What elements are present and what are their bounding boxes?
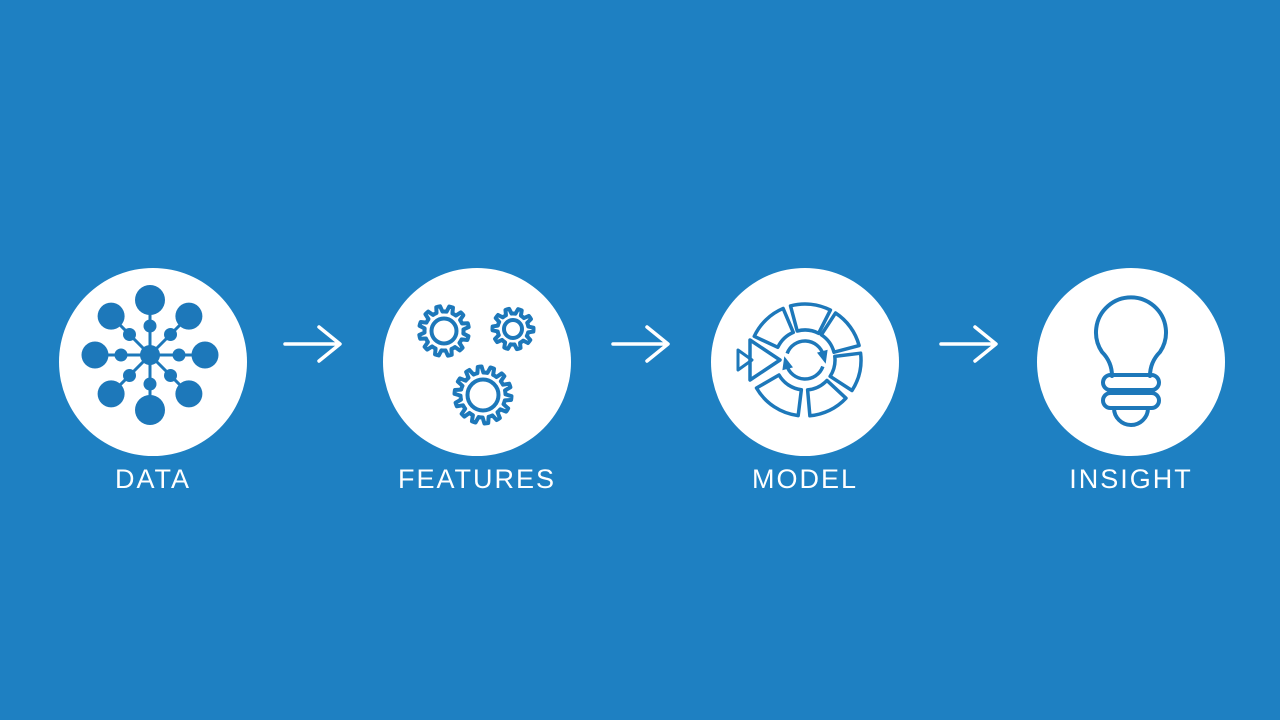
lightbulb-icon [1094, 295, 1168, 427]
pipeline-step-features: FEATURES [383, 268, 571, 518]
pipeline-step-model: MODEL [711, 268, 899, 518]
step-label: FEATURES [397, 464, 556, 494]
model-iteration-icon [736, 302, 863, 418]
right-arrow-icon [611, 325, 670, 363]
pipeline-step-data: DATA [59, 268, 247, 518]
data-network-icon [81, 285, 219, 425]
step-circle [383, 268, 571, 456]
flow-arrow [937, 320, 1001, 368]
right-arrow-icon [939, 325, 998, 363]
step-circle [1037, 268, 1225, 456]
step-circle [59, 268, 247, 456]
gears-icon [417, 304, 536, 426]
step-label: DATA [114, 464, 191, 494]
pipeline-step-insight: INSIGHT [1037, 268, 1225, 518]
step-label: INSIGHT [1069, 464, 1193, 494]
flow-arrow [281, 320, 345, 368]
right-arrow-icon [283, 325, 342, 363]
flow-arrow [609, 320, 673, 368]
step-circle [711, 268, 899, 456]
step-label: MODEL [751, 464, 859, 494]
